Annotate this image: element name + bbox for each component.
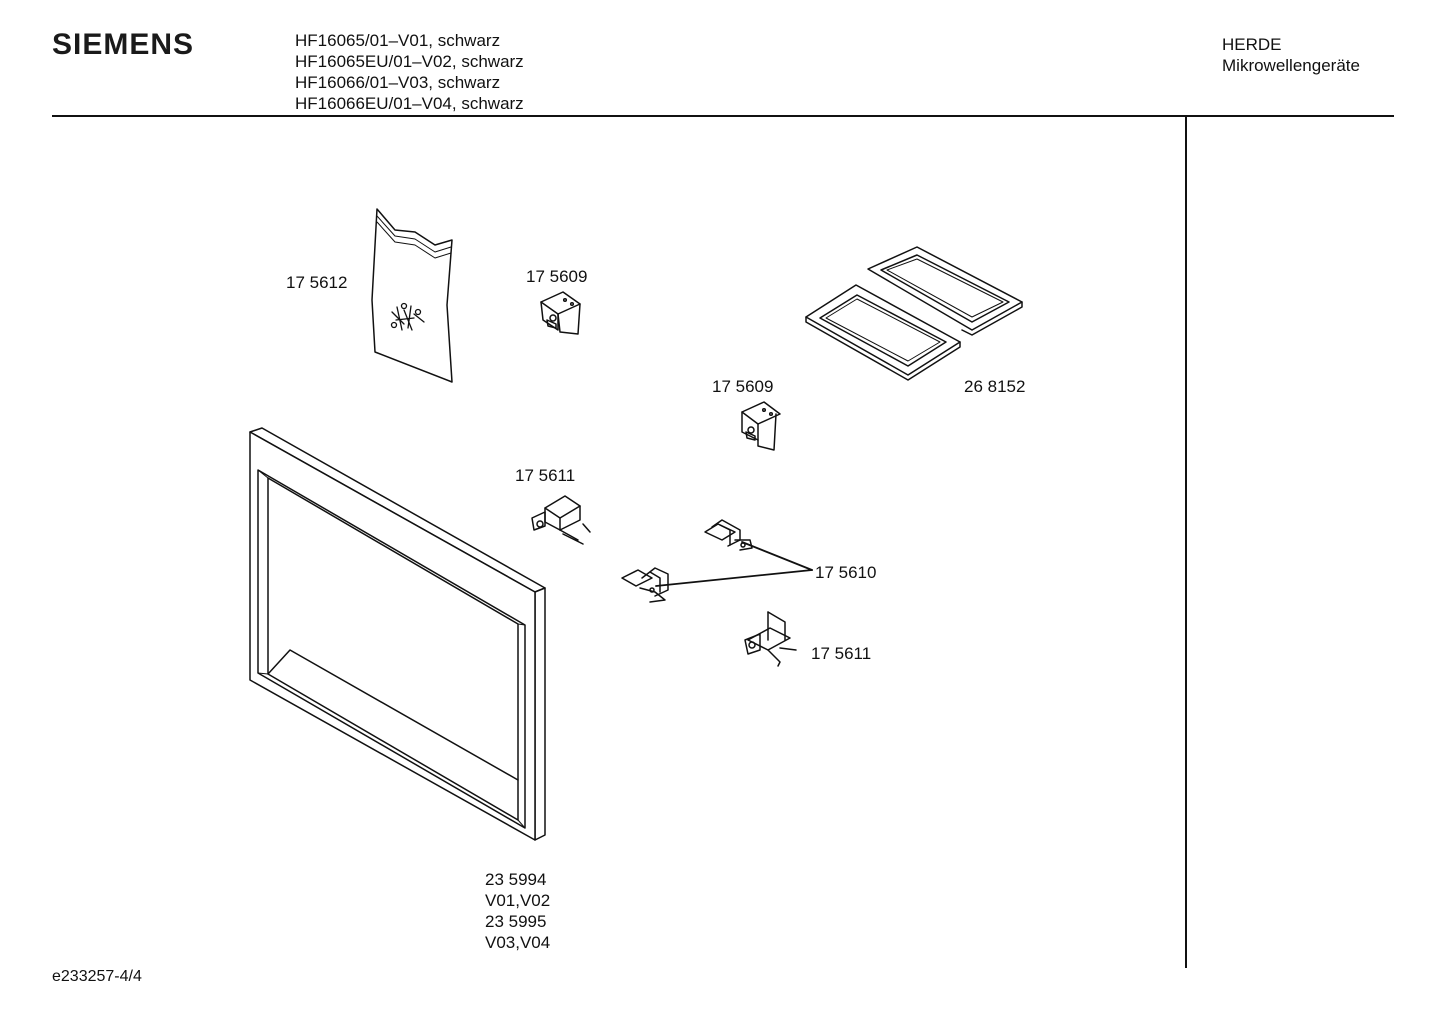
header-divider [52, 115, 1394, 117]
model-line: HF16065/01–V01, schwarz [295, 31, 501, 50]
label-clip-lower: 17 5611 [811, 644, 872, 663]
bracket-mid-part [741, 401, 781, 451]
label-trays: 26 8152 [964, 377, 1026, 396]
model-line: HF16066/01–V03, schwarz [295, 73, 501, 92]
label-clip-upper: 17 5611 [515, 466, 576, 485]
bracket-top-part [540, 291, 581, 335]
frame-variant: V01,V02 [485, 891, 551, 910]
trays-part [805, 246, 1023, 381]
frame-part-no: 23 5995 [485, 912, 547, 931]
model-line: HF16066EU/01–V04, schwarz [295, 94, 524, 113]
hinge-upper-part [704, 519, 753, 551]
clip-upper-part [531, 495, 591, 545]
model-line: HF16065EU/01–V02, schwarz [295, 52, 524, 71]
brand-logo: SIEMENS [52, 28, 195, 61]
document-id: e233257-4/4 [52, 968, 142, 985]
screw-bag-part [371, 208, 453, 383]
side-divider [1185, 117, 1187, 968]
clip-lower-part [744, 611, 797, 667]
category-block: HERDE Mikrowellengeräte [1222, 34, 1360, 76]
label-hinges: 17 5610 [815, 563, 877, 582]
frame-part-no: 23 5994 [485, 870, 547, 889]
door-frame-part [249, 427, 546, 841]
category-sub: Mikrowellengeräte [1222, 56, 1360, 75]
frame-variant: V03,V04 [485, 933, 551, 952]
label-screw-bag: 17 5612 [286, 273, 348, 292]
model-list: HF16065/01–V01, schwarz HF16065EU/01–V02… [295, 30, 524, 114]
label-bracket-mid: 17 5609 [712, 377, 774, 396]
category-main: HERDE [1222, 35, 1282, 54]
label-bracket-top: 17 5609 [526, 267, 588, 286]
leader-lines [655, 541, 813, 587]
hinge-lower-part [621, 567, 669, 603]
label-frame: 23 5994 V01,V02 23 5995 V03,V04 [485, 869, 550, 953]
